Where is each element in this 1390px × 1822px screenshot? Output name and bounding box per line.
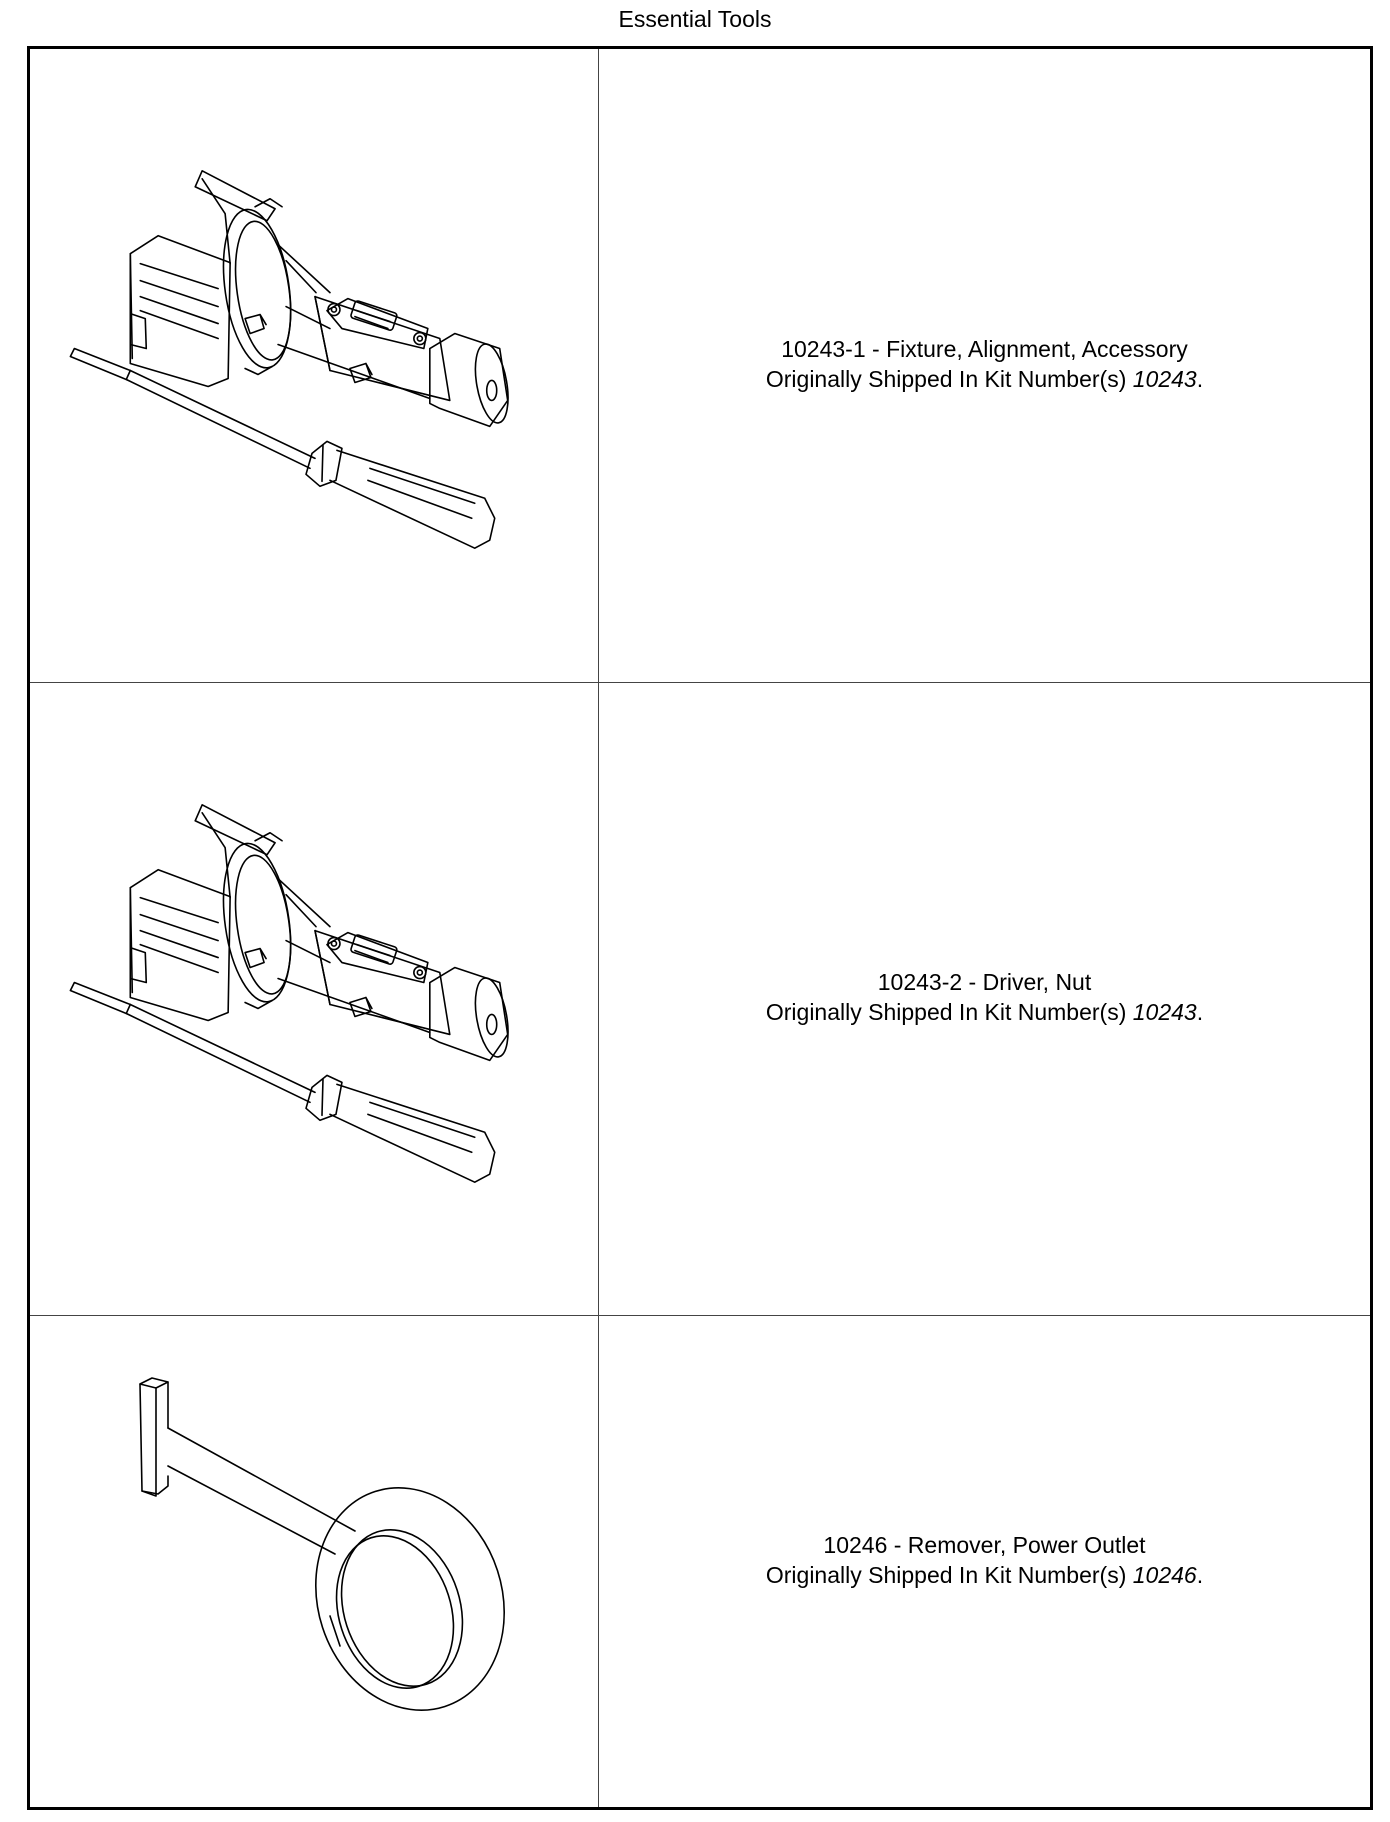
kit-number: 10246 [1132, 1561, 1197, 1588]
kit-label: Originally Shipped In Kit Number(s) [765, 365, 1133, 392]
kit-suffix: . [1196, 365, 1204, 392]
tool-description-cell: 10243-2 - Driver, Nut Originally Shipped… [599, 683, 1370, 1316]
power-outlet-remover-illustration [30, 1316, 599, 1807]
alignment-fixture-illustration [30, 49, 599, 682]
tool-image-cell [30, 1316, 599, 1807]
kit-suffix: . [1196, 999, 1204, 1025]
kit-suffix: . [1196, 1561, 1204, 1588]
kit-label: Originally Shipped In Kit Number(s) [765, 999, 1133, 1025]
tool-image-cell [30, 49, 599, 683]
kit-label: Originally Shipped In Kit Number(s) [765, 1561, 1133, 1588]
tool-name: 10246 - Remover, Power Outlet [823, 1531, 1146, 1558]
tools-table: 10243-1 - Fixture, Alignment, Accessory … [27, 46, 1373, 1810]
kit-number: 10243 [1132, 365, 1197, 392]
kit-info: Originally Shipped In Kit Number(s) 1024… [766, 364, 1203, 394]
kit-info: Originally Shipped In Kit Number(s) 1024… [766, 997, 1203, 1027]
nut-driver-illustration [30, 683, 599, 1315]
tool-description-cell: 10243-1 - Fixture, Alignment, Accessory … [599, 49, 1370, 683]
tool-image-cell [30, 683, 599, 1316]
tool-name: 10243-1 - Fixture, Alignment, Accessory [781, 335, 1188, 362]
tool-name: 10243-2 - Driver, Nut [877, 969, 1092, 995]
page-title: Essential Tools [618, 6, 772, 32]
kit-number: 10243 [1132, 999, 1197, 1025]
kit-info: Originally Shipped In Kit Number(s) 1024… [766, 1560, 1203, 1590]
tool-description-cell: 10246 - Remover, Power Outlet Originally… [599, 1316, 1370, 1807]
